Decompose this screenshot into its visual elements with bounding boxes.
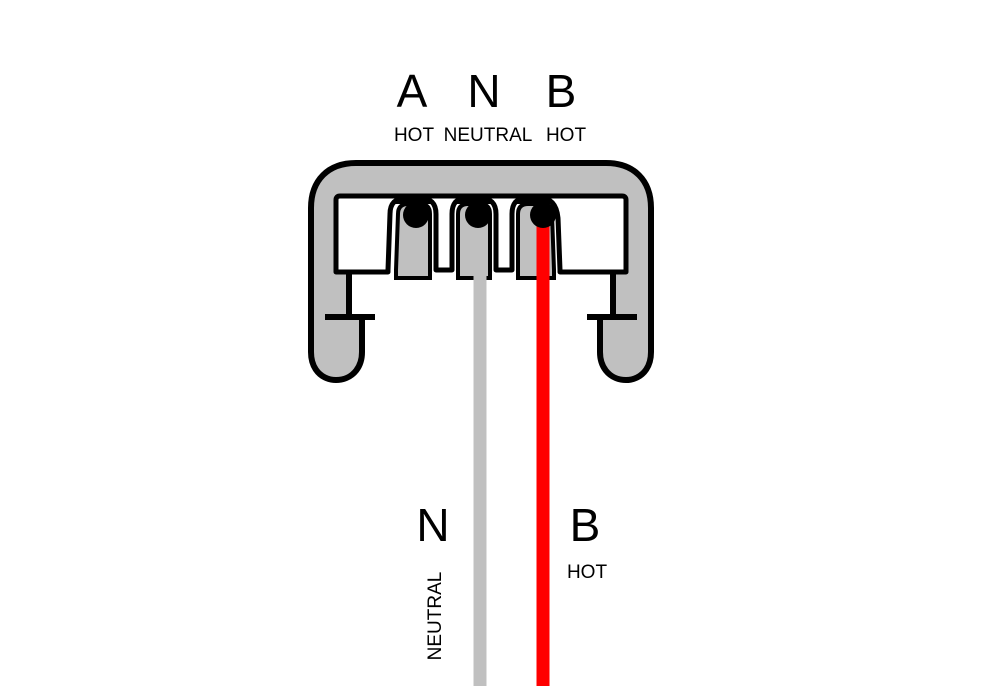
left-hook-tip xyxy=(325,314,375,320)
contact-b xyxy=(530,202,556,228)
label-b-letter: B xyxy=(546,65,577,117)
label-a-letter: A xyxy=(397,65,428,117)
label-b-desc: HOT xyxy=(546,125,587,146)
label-a-desc: HOT xyxy=(394,125,435,146)
bottom-n-desc: NEUTRAL xyxy=(425,572,446,661)
label-n-letter: N xyxy=(467,65,500,117)
bottom-n-letter: N xyxy=(416,499,449,551)
right-hook-tip xyxy=(587,314,637,320)
contact-n xyxy=(465,202,491,228)
track-inner-channel xyxy=(333,193,629,275)
contact-a xyxy=(403,202,429,228)
label-n-desc: NEUTRAL xyxy=(444,125,533,146)
bottom-b-desc: HOT xyxy=(567,562,608,583)
bottom-b-letter: B xyxy=(570,499,601,551)
track-profile-band xyxy=(314,166,648,377)
